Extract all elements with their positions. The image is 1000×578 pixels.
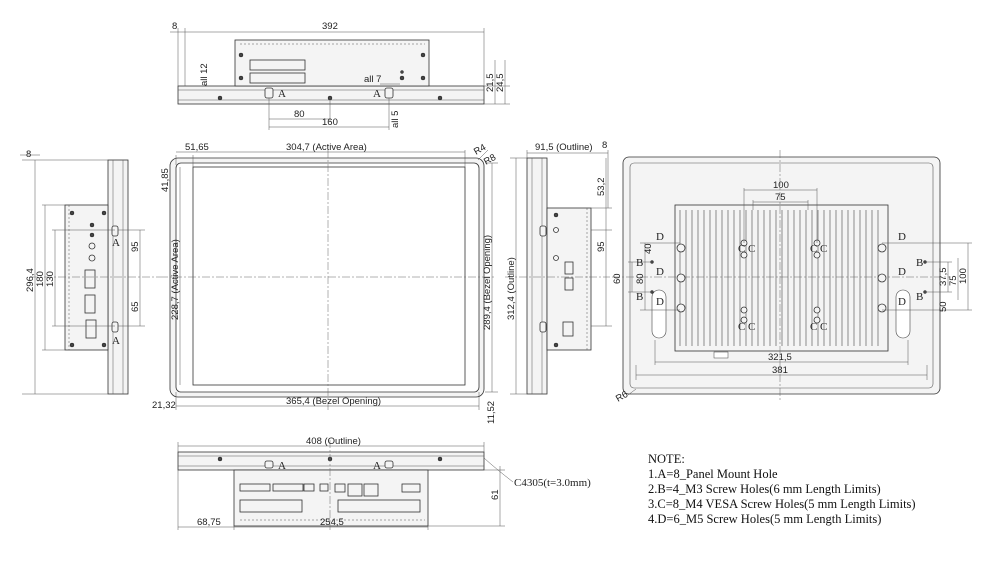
left-dim-130: 130 — [45, 271, 56, 287]
rear-letter-d: D — [656, 296, 664, 308]
bottom-dim-61: 61 — [490, 489, 501, 500]
bottom-box — [233, 469, 429, 527]
top-dim-215: 21,5 — [485, 74, 496, 93]
rear-dim-75: 75 — [775, 192, 786, 203]
rear-right-slot — [895, 289, 911, 339]
bottom-label-a1: A — [278, 460, 286, 472]
left-dim-2964: 296,4 — [25, 268, 36, 292]
front-dim-active-height: 228,7 (Active Area) — [170, 239, 181, 320]
left-dim-180: 180 — [35, 271, 46, 287]
top-dim-all12: all 12 — [199, 63, 210, 86]
bottom-material-label: C4305(t=3.0mm) — [514, 477, 591, 489]
rear-letter-d: D — [898, 231, 906, 243]
rear-letter-d: D — [898, 296, 906, 308]
rear-letter-b: B — [916, 291, 923, 303]
front-active-area — [192, 166, 466, 386]
rear-letter-c: C — [820, 321, 827, 333]
top-dim-392: 392 — [322, 21, 338, 32]
side-dim-8: 8 — [602, 140, 607, 151]
notes-block: NOTE: 1.A=8_Panel Mount Hole 2.B=4_M3 Sc… — [648, 452, 916, 526]
left-side-view: 296,4 180 130 95 65 8 A A — [20, 149, 160, 395]
top-label-a1: A — [278, 88, 286, 100]
front-dim-r4: R4 — [472, 142, 488, 158]
right-side-view: 91,5 (Outline) 8 53,2 95 312,4 (Outline) — [505, 140, 612, 395]
front-dim-2132: 21,32 — [152, 400, 176, 411]
rear-letter-b: B — [636, 257, 643, 269]
top-bezel — [177, 85, 485, 105]
front-dim-5165: 51,65 — [185, 142, 209, 153]
rear-dim-r6: R6 — [614, 389, 630, 405]
rear-dim-50: 50 — [938, 301, 949, 312]
rear-dim-60: 60 — [612, 273, 623, 284]
side-dim-532: 53,2 — [596, 178, 607, 197]
top-dim-160: 160 — [322, 117, 338, 128]
rear-view: 100 75 40 60 80 37,5 50 75 100 321,5 381… — [612, 150, 972, 405]
left-label-a2: A — [112, 335, 120, 347]
rear-letter-b: B — [916, 257, 923, 269]
rear-letter-c: C — [810, 321, 817, 333]
rear-dim-100: 100 — [773, 180, 789, 191]
bottom-dim-outline-width: 408 (Outline) — [306, 436, 361, 447]
rear-heatsink — [674, 204, 889, 352]
rear-letter-d: D — [656, 266, 664, 278]
note-item: 3.C=8_M4 VESA Screw Holes(5 mm Length Li… — [648, 497, 916, 511]
bottom-dim-6875: 68,75 — [197, 517, 221, 528]
rear-letter-c: C — [820, 243, 827, 255]
rear-dim-40: 40 — [643, 243, 654, 254]
bottom-view: 408 (Outline) 68,75 254,5 61 A A C4305(t… — [177, 436, 591, 530]
right-bezel — [526, 157, 548, 395]
rear-letter-d: D — [656, 231, 664, 243]
top-dim-all7: all 7 — [364, 74, 381, 85]
rear-letter-c: C — [738, 321, 745, 333]
side-dim-outline-height: 312,4 (Outline) — [506, 257, 517, 320]
rear-dim-375: 37,5 — [938, 268, 949, 287]
heatsink-fins — [679, 210, 879, 346]
front-dim-1152: 11,52 — [486, 401, 497, 424]
rear-dim-100v: 100 — [958, 268, 969, 284]
rear-dim-75v: 75 — [948, 275, 959, 286]
rear-letter-d: D — [898, 266, 906, 278]
left-dim-8: 8 — [26, 149, 31, 160]
left-dim-65: 65 — [130, 301, 141, 312]
rear-letter-c: C — [738, 243, 745, 255]
note-item: 2.B=4_M3 Screw Holes(6 mm Length Limits) — [648, 482, 881, 496]
front-dim-4185: 41,85 — [160, 168, 171, 192]
rear-dim-3215: 321,5 — [768, 352, 792, 363]
rear-letter-c: C — [748, 321, 755, 333]
top-dim-8: 8 — [172, 21, 177, 32]
top-dim-245: 24,5 — [495, 74, 506, 93]
top-view: 8 392 80 160 all 12 all 7 all 5 21,5 24,… — [170, 21, 510, 130]
note-item: 1.A=8_Panel Mount Hole — [648, 467, 778, 481]
top-label-a2: A — [373, 88, 381, 100]
rear-dim-80: 80 — [635, 273, 646, 284]
top-dim-all5: all 5 — [390, 111, 401, 128]
top-dim-80: 80 — [294, 109, 305, 120]
front-dim-r8: R8 — [482, 152, 498, 168]
side-dim-95: 95 — [596, 241, 607, 252]
rear-letter-c: C — [748, 243, 755, 255]
rear-letter-c: C — [810, 243, 817, 255]
front-view: 51,65 304,7 (Active Area) R4 R8 41,85 22… — [152, 142, 498, 424]
front-dim-bezel-height: 289,4 (Bezel Opening) — [482, 235, 493, 330]
rear-letter-b: B — [636, 291, 643, 303]
bottom-label-a2: A — [373, 460, 381, 472]
front-dim-bezel-width: 365,4 (Bezel Opening) — [286, 396, 381, 407]
front-dim-active-width: 304,7 (Active Area) — [286, 142, 367, 153]
note-item: 4.D=6_M5 Screw Holes(5 mm Length Limits) — [648, 512, 881, 526]
left-label-a1: A — [112, 237, 120, 249]
side-dim-outline-depth: 91,5 (Outline) — [535, 142, 593, 153]
left-dim-95: 95 — [130, 241, 141, 252]
bottom-dim-2545: 254,5 — [320, 517, 344, 528]
notes-title: NOTE: — [648, 452, 685, 466]
rear-left-slot — [651, 289, 667, 339]
rear-dim-381: 381 — [772, 365, 788, 376]
